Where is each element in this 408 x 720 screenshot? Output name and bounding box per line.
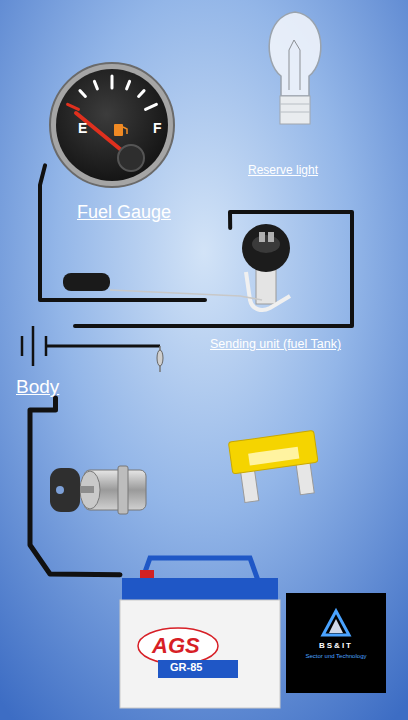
scale-letter: F <box>153 120 162 136</box>
brand-name: AGS <box>152 633 200 658</box>
battery-component: AGS GR-85 <box>120 560 280 708</box>
battery-lid <box>122 578 278 602</box>
component-label: Fuel Gauge <box>77 202 171 223</box>
switch-nut <box>118 466 128 514</box>
scale-letter: E <box>78 120 87 136</box>
cell-plate <box>32 326 35 366</box>
component-label: Reserve light <box>248 164 318 178</box>
bulb-component: Reserve light <box>240 12 350 180</box>
tick <box>94 81 97 88</box>
cell-plate <box>21 336 24 356</box>
battery-badge <box>138 628 218 664</box>
model-number: GR-85 <box>170 661 202 674</box>
bulb-base <box>280 96 310 124</box>
sender-connector <box>252 235 280 253</box>
fuel-gauge-dial <box>50 63 174 187</box>
tick <box>139 91 144 97</box>
wire <box>75 212 352 326</box>
reserve-bulb <box>269 12 321 124</box>
logo-box: BS&IT Sector und Technology <box>286 593 386 693</box>
fuse-body <box>228 430 318 474</box>
battery-stripe <box>158 660 238 678</box>
battery <box>120 558 280 708</box>
fuel-pump-icon <box>114 124 127 136</box>
wire <box>30 398 120 575</box>
logo-triangle <box>323 611 349 635</box>
ground-symbol <box>22 326 163 372</box>
sending-unit <box>63 224 290 310</box>
key-hole <box>56 486 64 494</box>
tick <box>111 76 114 88</box>
ignition-switch <box>50 466 146 514</box>
fuse-window <box>248 447 299 466</box>
sender-bracket <box>246 272 290 310</box>
sender-component: Sending unit (fuel Tank) <box>205 228 345 318</box>
component-label: Body <box>16 376 59 398</box>
ground-component: Body <box>10 318 75 398</box>
pump-body <box>114 124 123 136</box>
pump-hose <box>123 127 127 134</box>
bulb-glass <box>269 12 321 96</box>
fuse-prong <box>240 469 258 503</box>
tick <box>68 104 79 109</box>
battery-case <box>120 600 280 708</box>
component-label: Sending unit (fuel Tank) <box>210 337 341 351</box>
gauge-bezel <box>50 63 174 187</box>
float <box>63 273 110 291</box>
tick <box>80 91 85 97</box>
ground-clip <box>157 350 163 366</box>
ground-wire <box>46 345 160 348</box>
key-head <box>50 468 80 512</box>
needle-hub <box>118 145 144 171</box>
logo-subtitle: Sector und Technology <box>286 653 386 660</box>
bulb-filament <box>289 40 300 90</box>
bulb-base-line <box>280 104 310 105</box>
gauge-component: Fuel Gauge <box>45 60 190 230</box>
fuse-prong <box>296 461 314 495</box>
sender-cap <box>242 224 290 272</box>
gauge-face <box>56 69 168 181</box>
gauge-ticks <box>68 76 157 109</box>
logo-title: BS&IT <box>286 641 386 650</box>
blade-fuse <box>228 430 322 503</box>
logo-inner <box>329 619 343 633</box>
wire <box>40 165 205 300</box>
bulb-base-line <box>280 112 310 113</box>
tick <box>127 81 130 88</box>
sender-terminal <box>268 232 274 242</box>
sender-terminal <box>259 232 265 242</box>
tick <box>146 104 157 109</box>
